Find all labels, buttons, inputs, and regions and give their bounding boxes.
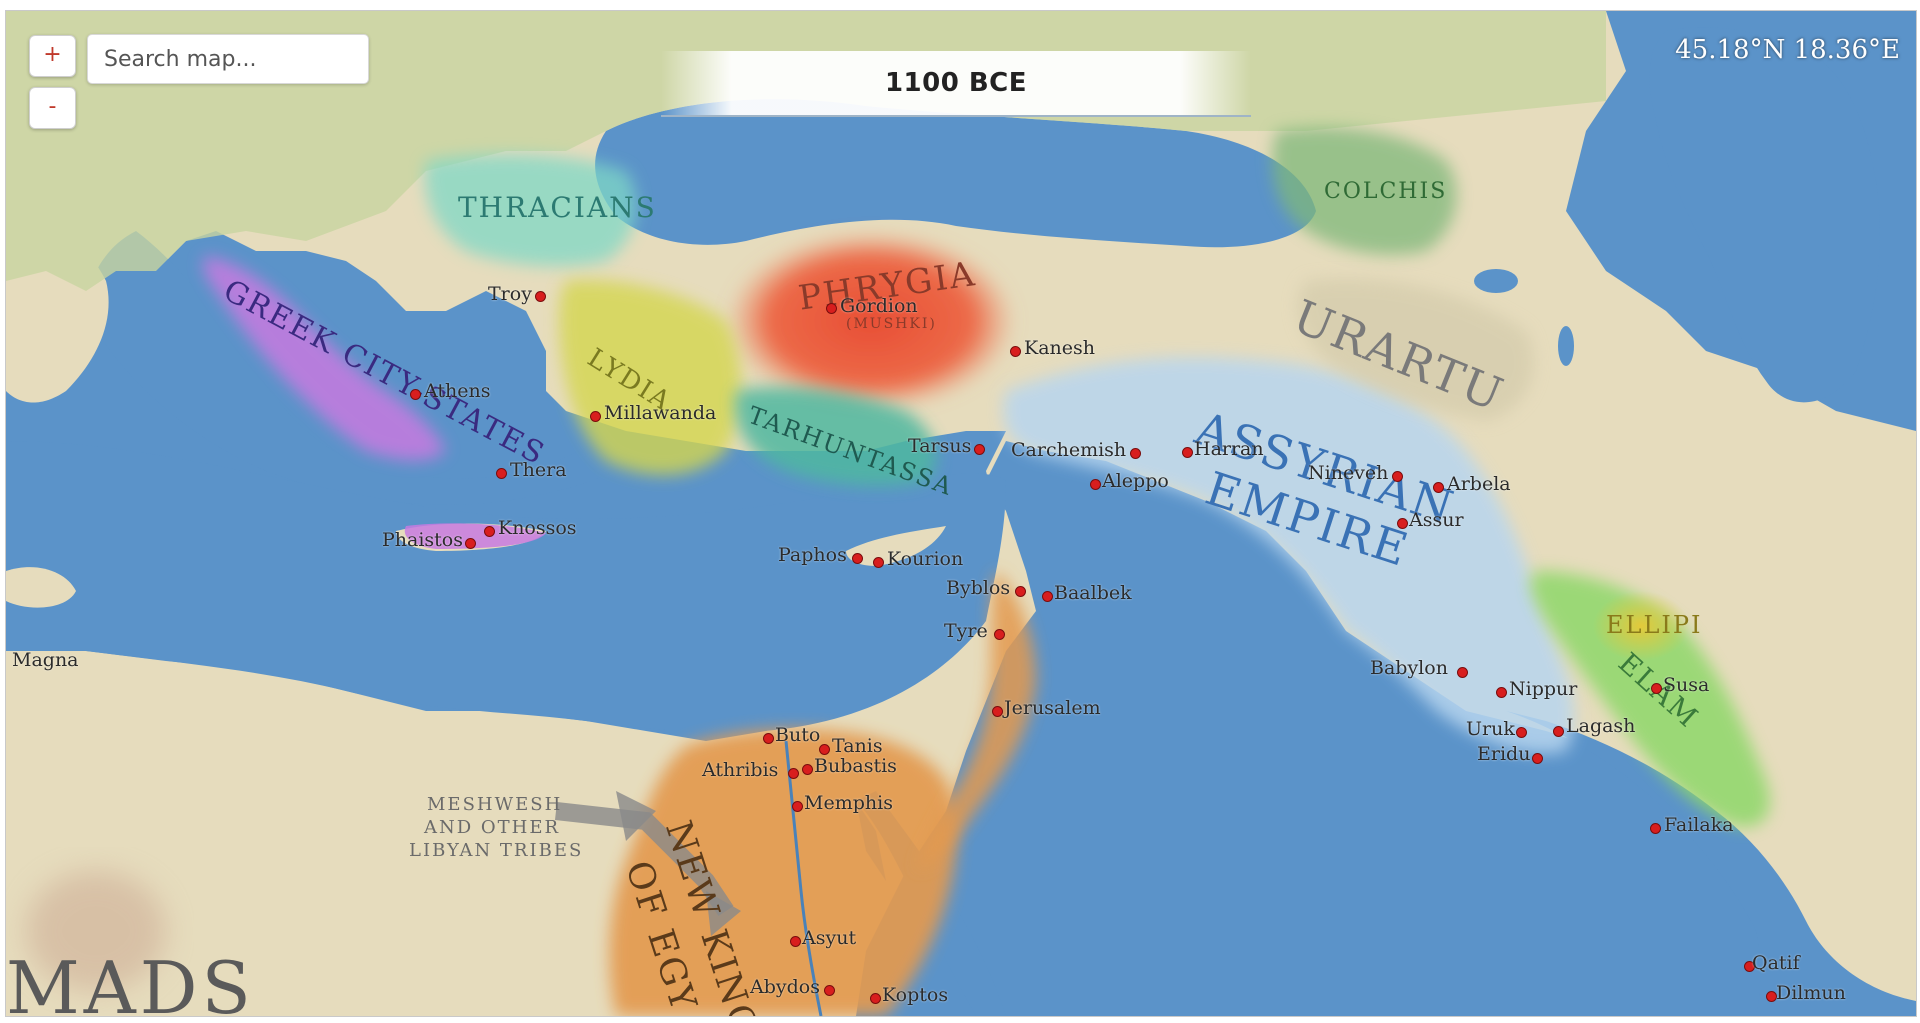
zoom-out-button[interactable]: - [29,87,76,129]
city-label[interactable]: Byblos [946,577,1011,599]
city-dot[interactable] [535,291,546,302]
city-dot[interactable] [802,764,813,775]
city-label[interactable]: Harran [1194,438,1264,460]
city-label[interactable]: Babylon [1370,657,1448,679]
city-dot[interactable] [1744,961,1755,972]
search-input[interactable] [87,34,369,84]
city-dot[interactable] [870,993,881,1004]
region-label-ellipi: ELLIPI [1606,611,1703,639]
coordinates-readout: 45.18°N 18.36°E [1675,35,1900,65]
city-label[interactable]: Qatif [1752,952,1800,974]
city-dot[interactable] [1651,683,1662,694]
city-label[interactable]: Paphos [778,544,847,566]
city-dot[interactable] [873,557,884,568]
city-label[interactable]: Baalbek [1054,582,1132,604]
city-label[interactable]: Millawanda [604,402,717,424]
city-label[interactable]: Thera [510,459,567,481]
city-dot[interactable] [992,706,1003,717]
city-label[interactable]: Memphis [804,792,893,814]
city-dot[interactable] [974,444,985,455]
city-dot[interactable] [824,985,835,996]
city-dot[interactable] [1010,346,1021,357]
city-label[interactable]: Arbela [1447,473,1511,495]
region-label-nomads: MADS [6,946,255,1017]
city-dot[interactable] [1457,667,1468,678]
city-label[interactable]: Nineveh [1308,462,1389,484]
city-label[interactable]: Athens [424,380,491,402]
year-label: 1100 BCE [884,68,1028,98]
city-dot[interactable] [590,411,601,422]
city-dot[interactable] [465,538,476,549]
city-label[interactable]: Tarsus [908,435,972,457]
city-label[interactable]: Bubastis [814,755,897,777]
city-dot[interactable] [788,768,799,779]
city-label[interactable]: Tanis [832,735,883,757]
city-dot[interactable] [1433,482,1444,493]
region-label-libyan-tribes: LIBYAN TRIBES [409,840,584,861]
map-terrain [6,11,1916,1016]
city-dot[interactable] [763,733,774,744]
city-dot[interactable] [1182,447,1193,458]
region-label-meshwesh: MESHWESH [427,794,563,815]
city-label[interactable]: Tyre [944,620,988,642]
city-dot[interactable] [1532,753,1543,764]
city-label[interactable]: Susa [1663,674,1710,696]
city-label[interactable]: Carchemish [1011,439,1127,461]
city-label[interactable]: Knossos [498,517,577,539]
city-label[interactable]: Buto [775,724,821,746]
city-dot[interactable] [1496,687,1507,698]
city-dot[interactable] [484,526,495,537]
city-label[interactable]: Phaistos [382,529,464,551]
region-label-and-other: AND OTHER [424,817,561,838]
city-dot[interactable] [792,801,803,812]
city-label[interactable]: Troy [488,283,532,305]
city-label[interactable]: Athribis [702,759,779,781]
city-label[interactable]: Assur [1409,509,1464,531]
city-label[interactable]: Asyut [802,927,857,949]
city-dot[interactable] [819,744,830,755]
city-dot[interactable] [1516,727,1527,738]
city-label[interactable]: Failaka [1664,814,1734,836]
city-dot[interactable] [1397,518,1408,529]
region-label-magna: Magna [12,649,79,671]
city-dot[interactable] [852,553,863,564]
city-dot[interactable] [790,936,801,947]
city-label[interactable]: Abydos [750,976,820,998]
city-dot[interactable] [994,629,1005,640]
region-label-mushki: (MUSHKI) [846,316,937,332]
city-label[interactable]: Gordion [840,295,918,317]
city-dot[interactable] [1090,479,1101,490]
city-dot[interactable] [1553,726,1564,737]
city-dot[interactable] [410,389,421,400]
city-dot[interactable] [1766,991,1777,1002]
zoom-in-button[interactable]: + [29,35,76,77]
city-dot[interactable] [1392,471,1403,482]
region-label-thracians: THRACIANS [458,191,657,224]
city-dot[interactable] [496,468,507,479]
city-label[interactable]: Nippur [1509,678,1578,700]
map-canvas[interactable]: THRACIANS COLCHIS PHRYGIA (MUSHKI) GREEK… [5,10,1917,1017]
city-dot[interactable] [1015,586,1026,597]
city-label[interactable]: Dilmun [1776,982,1846,1004]
city-label[interactable]: Aleppo [1102,470,1169,492]
city-dot[interactable] [1650,823,1661,834]
city-label[interactable]: Kanesh [1024,337,1095,359]
city-label[interactable]: Uruk [1466,718,1515,740]
year-banner: 1100 BCE [661,51,1251,117]
city-label[interactable]: Eridu [1477,743,1531,765]
city-label[interactable]: Kourion [887,548,964,570]
city-label[interactable]: Lagash [1566,715,1636,737]
city-label[interactable]: Jerusalem [1004,697,1101,719]
city-dot[interactable] [1042,591,1053,602]
city-dot[interactable] [826,303,837,314]
city-dot[interactable] [1130,448,1141,459]
region-label-colchis: COLCHIS [1324,179,1448,204]
city-label[interactable]: Koptos [882,984,949,1006]
